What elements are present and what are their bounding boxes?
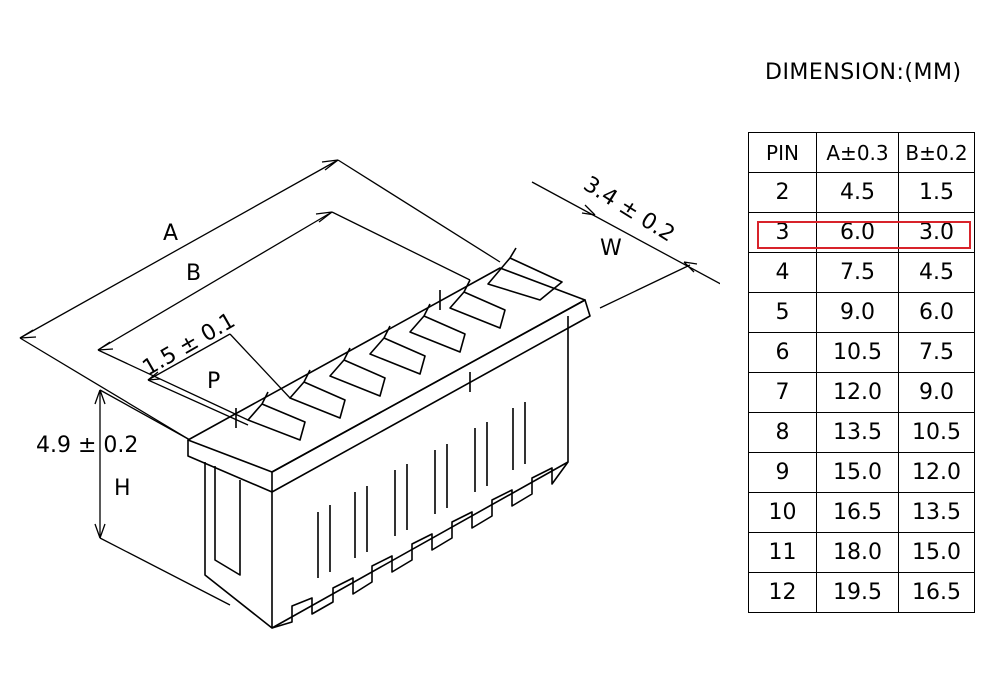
cell-a: 7.5: [816, 252, 899, 293]
cell-pin: 10: [748, 492, 817, 533]
cell-pin: 9: [748, 452, 817, 493]
table-header-row: PIN A±0.3 B±0.2: [748, 132, 975, 173]
cell-a: 15.0: [816, 452, 899, 493]
label-width: 3.4 ± 0.2: [579, 172, 679, 247]
cell-b: 15.0: [898, 532, 975, 573]
header-b: B±0.2: [898, 132, 975, 173]
header-a: A±0.3: [816, 132, 899, 173]
label-height: 4.9 ± 0.2: [36, 433, 138, 458]
cell-b: 4.5: [898, 252, 975, 293]
cell-pin: 3: [748, 212, 817, 253]
dimension-table: PIN A±0.3 B±0.2 2 4.5 1.5 3 6.0 3.0 4 7.…: [748, 132, 975, 613]
table-row: 11 18.0 15.0: [748, 532, 975, 573]
cell-b: 13.5: [898, 492, 975, 533]
cell-b: 1.5: [898, 172, 975, 213]
cell-pin: 2: [748, 172, 817, 213]
table-row: 5 9.0 6.0: [748, 292, 975, 333]
table-row: 6 10.5 7.5: [748, 332, 975, 373]
cell-b: 7.5: [898, 332, 975, 373]
connector-body: [187, 247, 591, 629]
cell-a: 18.0: [816, 532, 899, 573]
cell-a: 19.5: [816, 572, 899, 613]
cell-a: 16.5: [816, 492, 899, 533]
cell-b: 16.5: [898, 572, 975, 613]
label-pitch-letter: P: [207, 369, 220, 394]
cell-pin: 7: [748, 372, 817, 413]
label-a: A: [163, 221, 178, 246]
cell-b: 9.0: [898, 372, 975, 413]
table-row: 9 15.0 12.0: [748, 452, 975, 493]
table-title: DIMENSION:(MM): [765, 60, 962, 85]
cell-a: 9.0: [816, 292, 899, 333]
connector-drawing: A B 1.5 ± 0.1 P 4.9 ± 0.2 H 3.4 ± 0.2 W: [19, 159, 720, 629]
cell-a: 13.5: [816, 412, 899, 453]
cell-a: 12.0: [816, 372, 899, 413]
cell-a: 4.5: [816, 172, 899, 213]
label-b: B: [186, 261, 201, 286]
table-row: 10 16.5 13.5: [748, 492, 975, 533]
cell-b: 12.0: [898, 452, 975, 493]
cell-pin: 5: [748, 292, 817, 333]
header-pin: PIN: [748, 132, 817, 173]
cell-a: 10.5: [816, 332, 899, 373]
dimension-labels: A B 1.5 ± 0.1 P 4.9 ± 0.2 H 3.4 ± 0.2 W: [36, 172, 679, 501]
table-row: 7 12.0 9.0: [748, 372, 975, 413]
table-row: 2 4.5 1.5: [748, 172, 975, 213]
cell-b: 3.0: [898, 212, 975, 253]
cell-pin: 4: [748, 252, 817, 293]
cell-b: 6.0: [898, 292, 975, 333]
cell-a: 6.0: [816, 212, 899, 253]
dimension-lines: [19, 159, 720, 606]
label-pitch: 1.5 ± 0.1: [139, 308, 240, 381]
table-row: 12 19.5 16.5: [748, 572, 975, 613]
label-height-letter: H: [114, 476, 131, 501]
cell-b: 10.5: [898, 412, 975, 453]
cell-pin: 6: [748, 332, 817, 373]
cell-pin: 12: [748, 572, 817, 613]
table-row: 8 13.5 10.5: [748, 412, 975, 453]
label-width-letter: W: [600, 236, 622, 261]
table-row: 4 7.5 4.5: [748, 252, 975, 293]
cell-pin: 11: [748, 532, 817, 573]
cell-pin: 8: [748, 412, 817, 453]
table-row: 3 6.0 3.0: [748, 212, 975, 253]
